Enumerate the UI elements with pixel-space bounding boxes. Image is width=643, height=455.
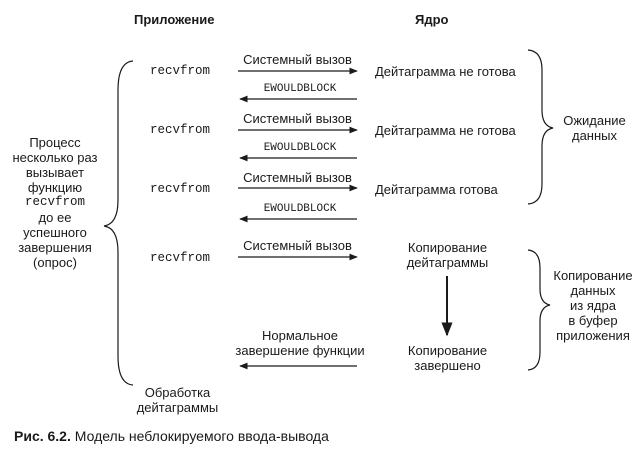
- copy-note-line5: приложения: [556, 328, 630, 343]
- kernel-not-ready-1: Дейтаграмма не готова: [375, 64, 516, 79]
- left-brace: [103, 60, 134, 386]
- normal-return-line2: завершение функции: [235, 343, 365, 358]
- normal-return-line1: Нормальное: [261, 328, 338, 343]
- processing-line2: дейтаграммы: [136, 400, 219, 415]
- processing-line1: Обработка: [144, 385, 211, 400]
- left-note-line7: успешного: [23, 225, 87, 240]
- left-note-line5: recvfrom: [24, 195, 85, 209]
- kernel-copy-done-line1: Копирование: [407, 343, 488, 358]
- figure-caption: Рис. 6.2. Модель неблокируемого ввода-вы…: [14, 428, 329, 444]
- kernel-copy-done-line2: завершено: [414, 358, 481, 373]
- kernel-ready: Дейтаграмма готова: [375, 182, 498, 197]
- wait-note-line2: данных: [571, 128, 618, 143]
- kernel-copying-line2: дейтаграммы: [406, 255, 489, 270]
- syscall-label-4: Системный вызов: [243, 238, 352, 253]
- wait-note-line1: Ожидание: [563, 113, 626, 128]
- syscall-label-1: Системный вызов: [243, 52, 352, 67]
- call-recvfrom-3: recvfrom: [150, 182, 211, 196]
- caption-text: Модель неблокируемого ввода-вывода: [70, 428, 329, 444]
- syscall-label-3: Системный вызов: [243, 170, 352, 185]
- caption-prefix: Рис. 6.2.: [14, 428, 71, 444]
- kernel-not-ready-2: Дейтаграмма не готова: [375, 123, 516, 138]
- left-note-line8: завершения: [18, 240, 92, 255]
- copy-brace: [527, 249, 551, 371]
- copy-note-line3: из ядра: [570, 298, 616, 313]
- return-label-1: EWOULDBLOCK: [263, 83, 337, 95]
- left-note-line1: Процесс: [29, 135, 81, 150]
- header-app: Приложение: [134, 12, 215, 27]
- wait-brace: [527, 49, 554, 205]
- syscall-label-2: Системный вызов: [243, 111, 352, 126]
- left-note-line9: (опрос): [33, 255, 77, 270]
- copy-note-line4: в буфер: [568, 313, 618, 328]
- call-recvfrom-4: recvfrom: [150, 251, 211, 265]
- call-recvfrom-2: recvfrom: [150, 123, 211, 137]
- kernel-copying-line1: Копирование: [407, 240, 488, 255]
- left-note-line2: несколько раз: [12, 150, 98, 165]
- copy-note-line2: данных: [570, 283, 616, 298]
- left-note-line3: вызывает: [25, 165, 85, 180]
- left-note-line6: до ее: [38, 210, 72, 225]
- return-label-3: EWOULDBLOCK: [263, 203, 337, 215]
- return-label-2: EWOULDBLOCK: [263, 142, 337, 154]
- header-kernel: Ядро: [415, 12, 449, 27]
- call-recvfrom-1: recvfrom: [150, 64, 211, 78]
- copy-note-line1: Копирование: [553, 268, 633, 283]
- left-note-line4: функцию: [27, 180, 83, 195]
